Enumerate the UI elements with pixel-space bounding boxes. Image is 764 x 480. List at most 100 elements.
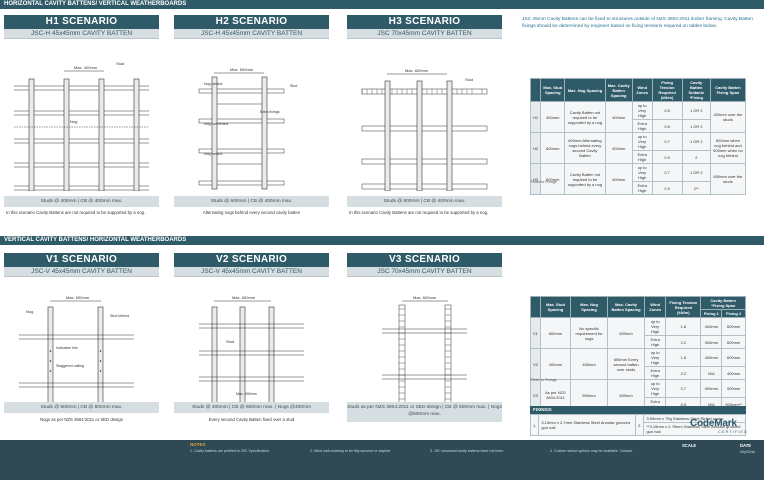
logo-name: CodeMark (690, 418, 737, 429)
table-cell: Extra High (631, 150, 653, 164)
callout-stud: Stud (226, 339, 234, 344)
table-cell: 1.6 (665, 348, 702, 367)
table-cell: 400mm (569, 348, 609, 380)
table-cell: 1 OR 2 (681, 119, 711, 133)
callout-nog-behind-2: Nog behind (204, 152, 222, 156)
table-row: H2 600mm 600mm Alternating nogs behind e… (529, 132, 747, 164)
callout-nog: Nog (26, 309, 33, 314)
scenario-title: V3 SCENARIO (347, 253, 502, 267)
table-cell: up to Very High (643, 379, 667, 398)
table-cell: 600mm (721, 348, 746, 367)
table-cell: 3.15mm x 2.7mm Stainless Steel Annular g… (538, 414, 637, 436)
h3-caption: Studs @ 600mm | CB @ 400mm max. (347, 196, 502, 207)
scenario-title: V2 SCENARIO (174, 253, 329, 267)
scenario-h1: H1 SCENARIO JSC-H 45x45mm CAVITY BATTEN … (4, 15, 159, 191)
callout-extra-fixings: Extra fixings (260, 110, 280, 114)
dimension-label: Max. 600mm (232, 295, 256, 300)
scenario-subtitle: JSC-H 45x45mm CAVITY BATTEN (174, 29, 329, 39)
scenario-subtitle: JSC-H 45x45mm CAVITY BATTEN (4, 29, 159, 39)
table-cell: 600mm Every second batten over studs (607, 348, 645, 380)
table-cell: Extra High (631, 119, 653, 133)
table-cell: H1 (529, 101, 542, 133)
h2-framing-diagram: Max. 600mm Nog behind Stud Nog not behin… (198, 67, 297, 190)
table-cell: 400mm (604, 163, 633, 195)
table-cell: 900mm (721, 379, 746, 398)
table-header: Max. Nog Spacing (564, 78, 606, 102)
table-header: Max. Nog Spacing (569, 296, 609, 318)
scale-label: SCALE (682, 443, 697, 448)
table-cell: 0.9 (651, 181, 683, 195)
v3-caption: Studs as per NZS 3604:2011 or SED design… (347, 402, 502, 422)
table2-footnote: *Refer to Fixings (530, 378, 557, 382)
table-row: V3 As per NZS 3604:2011 600mm 600mm up t… (530, 379, 746, 411)
table-cell: 0.6 (651, 119, 683, 133)
table-cell: 0.5 (651, 101, 683, 120)
h1-framing-diagram: Max. 400mm Stud Nog (14, 61, 149, 191)
dimension-label: Max. 400mm (74, 65, 98, 70)
table-cell: 0.7 (651, 163, 683, 182)
table-cell: 1.6 (665, 317, 702, 336)
table-cell: 2 (681, 150, 711, 164)
table-cell: 600mm when nog behind and 900mm when no … (709, 132, 747, 164)
table-subheader: Fixing 2 (721, 309, 746, 318)
dimension-label: Max. 600mm (413, 295, 437, 300)
fixings-table: 1. 3.15mm x 2.7mm Stainless Steel Annula… (529, 414, 746, 436)
note-2: 2. Wind wall underlay to be fitly secure… (310, 449, 391, 453)
table-cell: 0.9 (651, 150, 683, 164)
table-cell: up to Very High (631, 163, 653, 182)
table-cell: 1 OR 2 (681, 163, 711, 182)
v2-framing-diagram: Max. 600mm Stud Max. 600mm (199, 295, 304, 406)
scenario-subtitle: JSC-V 45x45mm CAVITY BATTEN (174, 267, 329, 277)
table-cell: 400mm (604, 132, 633, 164)
notes-label: NOTES (190, 442, 206, 447)
scenario-v3: V3 SCENARIO JSC 70x45mm CAVITY BATTEN Ma… (347, 253, 502, 407)
table-cell: 1 OR 2 (681, 132, 711, 151)
callout-nog: Nog (70, 119, 77, 124)
callout-nog-not-behind: Nog not behind (204, 122, 228, 126)
codemark-logo: CodeMark CERTIFIED (690, 418, 754, 438)
section-header-horizontal: HORIZONTAL CAVITY BATTENS/ VERTICAL WEAT… (0, 0, 764, 9)
table-cell: 400mm (540, 101, 566, 133)
table-cell: 2. (635, 414, 645, 436)
table-cell: V2 (530, 348, 541, 380)
table-cell: 0.7 (665, 379, 702, 398)
scenario-title: H1 SCENARIO (4, 15, 159, 29)
callout-nog-behind: Nog behind (204, 82, 222, 86)
description-text: JSC 45mm Cavity Battens can be fixed to … (522, 17, 753, 29)
table-cell: 400mm over the studs (709, 101, 747, 133)
table-header: Max. Cavity Batten Spacing (604, 78, 633, 102)
table-header (529, 78, 542, 102)
callout-stud: Stud (116, 61, 124, 66)
fixings-heading: FIXINGS: (530, 406, 746, 414)
table-cell: H2 (529, 132, 542, 164)
scenario-h3: H3 SCENARIO JSC 70x45mm CAVITY BATTEN Ma… (347, 15, 502, 191)
table-header: Wind Zones (643, 296, 667, 318)
v2-note: Every second Cavity Batten fixed over a … (208, 417, 295, 422)
dimension-label: Max. 600mm (66, 295, 90, 300)
table-cell: Extra High (631, 181, 653, 195)
table-cell: N/A (700, 366, 723, 380)
table-cell: 400mm (539, 348, 571, 380)
table-cell: 2** (681, 181, 711, 195)
table-cell: **3.15mm x 2.75mm Stainless Steel Annula… (643, 422, 746, 436)
scenario-subtitle: JSC 70x45mm CAVITY BATTEN (347, 267, 502, 277)
table-cell: 600mm (539, 317, 571, 349)
logo-sub: CERTIFIED (717, 429, 748, 434)
note-4: 4. Custom setout options may be availabl… (550, 449, 633, 453)
table-cell: 400mm (700, 317, 723, 336)
scenario-v1: V1 SCENARIO JSC-V 45x45mm CAVITY BATTEN … (4, 253, 159, 407)
callout-stud: Stud (290, 84, 297, 88)
table-cell: V1 (530, 317, 541, 349)
callout-stud: Stud (465, 77, 473, 82)
v1-framing-diagram: Max. 600mm Nog Stud behind Indicative li… (19, 295, 134, 406)
table-cell: 600mm (540, 132, 566, 164)
h2-caption: Studs @ 600mm | CB @ 400mm max. (174, 196, 329, 207)
table-cell: 600mm Alternating nogs behind every seco… (564, 132, 606, 164)
dimension-label: Max. 600mm (405, 68, 429, 73)
v1-note: Nogs as per NZS 3604:2011 or SED design (39, 417, 124, 422)
table-header: Wind Zones (631, 78, 653, 102)
table-row: Extra High 2.2 N/A 400mm (531, 366, 746, 380)
scenario-subtitle: JSC-V 45x45mm CAVITY BATTEN (4, 267, 159, 277)
date-value: Sep22/sh (740, 450, 756, 454)
table-row: V1 600mm No specific requirement for nog… (530, 317, 746, 349)
